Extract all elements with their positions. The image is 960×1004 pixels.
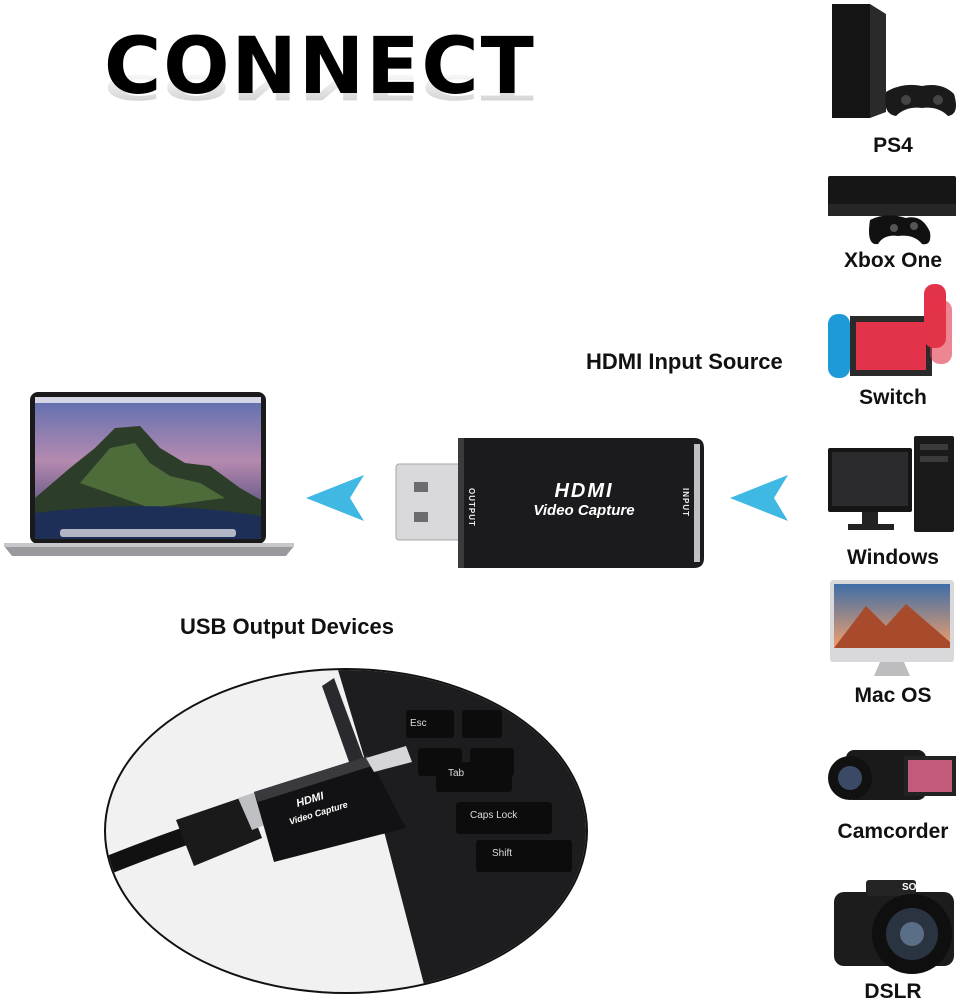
device-label-ps4: PS4 xyxy=(873,134,913,157)
usage-photo: HDMI Video Capture Esc Tab Caps Lock Shi… xyxy=(104,668,588,994)
title-reflection: CONNECT xyxy=(104,66,536,107)
input-port-label: INPUT xyxy=(681,488,690,517)
device-label-xbox-one: Xbox One xyxy=(843,249,943,272)
key-esc: Esc xyxy=(410,718,427,729)
device-label-mac-os: Mac OS xyxy=(854,684,932,707)
dslr-brand-label: SONY xyxy=(902,882,931,893)
capture-brand-label: HDMI xyxy=(554,480,614,502)
device-label-windows: Windows xyxy=(847,546,939,569)
camcorder-icon xyxy=(828,750,956,800)
usb-output-label: USB Output Devices xyxy=(180,614,394,639)
arrow-left-icon xyxy=(306,475,364,521)
key-tab: Tab xyxy=(448,768,465,779)
imac-icon xyxy=(830,580,954,676)
laptop-icon xyxy=(4,392,294,556)
output-port-label: OUTPUT xyxy=(467,488,476,527)
arrow-left-icon xyxy=(730,475,788,521)
capture-name-label: Video Capture xyxy=(533,502,635,519)
capture-device-illustration xyxy=(395,438,704,568)
windows-pc-icon xyxy=(828,436,954,532)
key-caps-lock: Caps Lock xyxy=(470,810,518,821)
hdmi-input-label: HDMI Input Source xyxy=(586,349,783,374)
xbox-console-icon xyxy=(828,176,956,245)
page-title: CONNECT xyxy=(104,22,536,112)
switch-console-icon xyxy=(828,284,952,378)
device-label-dslr: DSLR xyxy=(864,980,922,1003)
dslr-camera-icon xyxy=(834,880,954,974)
device-label-switch: Switch xyxy=(859,386,927,409)
capture-device: OUTPUT INPUT HDMI Video Capture xyxy=(394,436,706,570)
ps4-console-icon xyxy=(832,4,956,118)
laptop-keyboard-illustration xyxy=(106,670,586,992)
device-label-camcorder: Camcorder xyxy=(837,820,949,843)
key-shift: Shift xyxy=(492,848,513,859)
